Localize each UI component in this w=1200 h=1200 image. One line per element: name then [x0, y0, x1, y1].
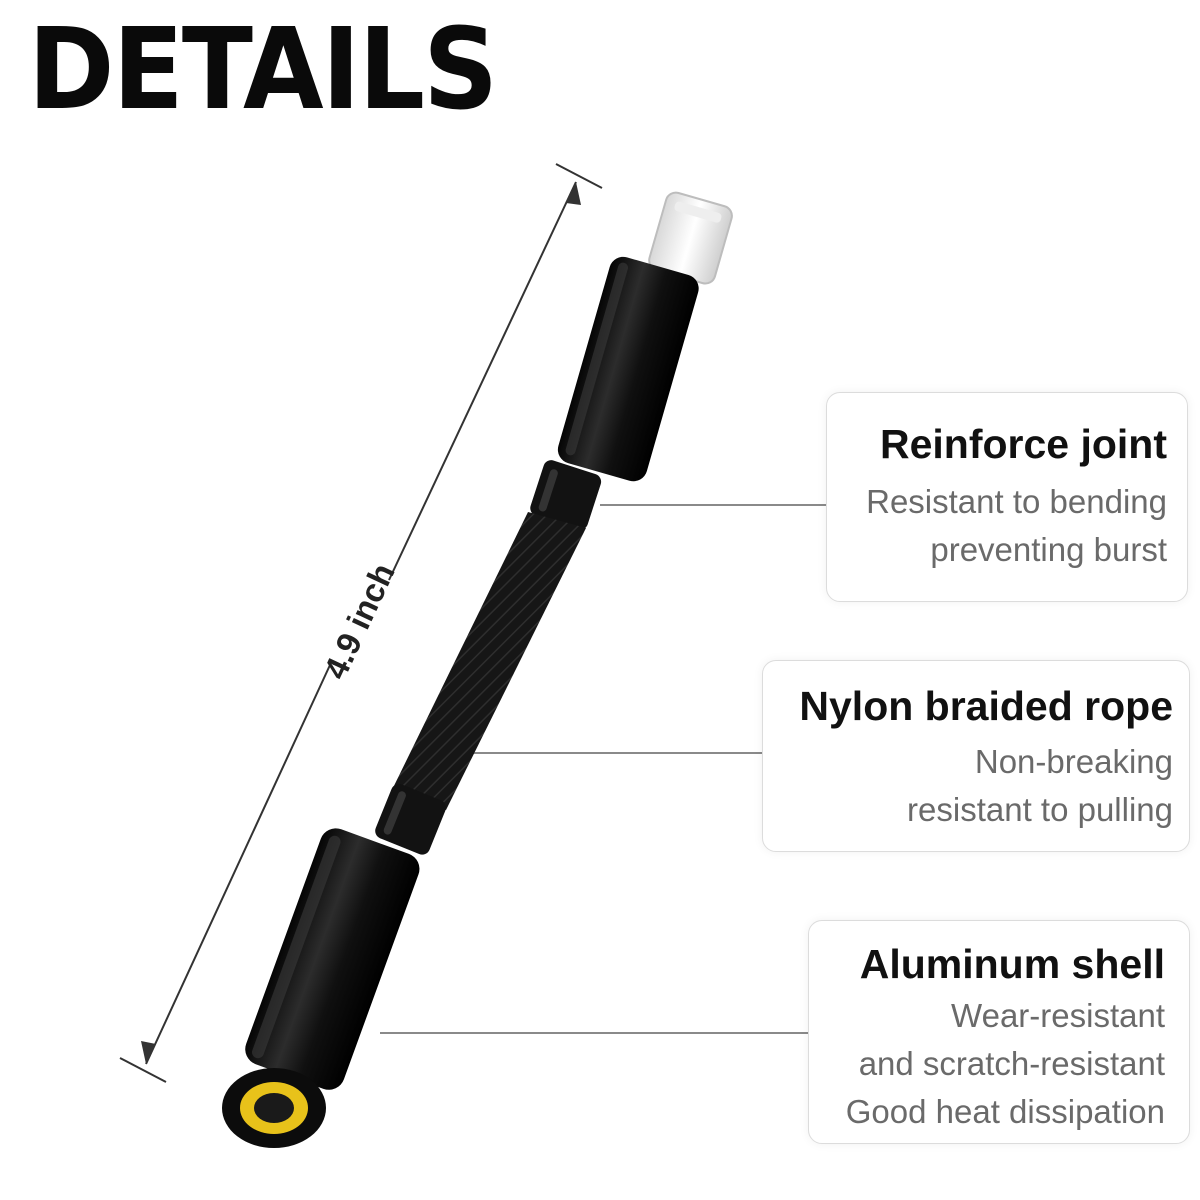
feature-card-nylon-braided-rope: Nylon braided rope Non-breaking resistan… [762, 660, 1190, 852]
nylon-braided-cable [390, 512, 586, 810]
feature-title: Aluminum shell [859, 941, 1165, 987]
feature-description: Wear-resistant [951, 997, 1165, 1035]
audio-jack-icon [222, 1068, 326, 1148]
feature-description: Resistant to bending [866, 483, 1167, 521]
feature-card-reinforce-joint: Reinforce joint Resistant to bending pre… [826, 392, 1188, 602]
feature-description: Non-breaking [974, 743, 1173, 781]
feature-title: Reinforce joint [879, 421, 1167, 467]
feature-title: Nylon braided rope [799, 683, 1173, 729]
feature-description: resistant to pulling [907, 790, 1173, 828]
lower-housing [245, 828, 420, 1090]
feature-description: Good heat dissipation [845, 1092, 1165, 1130]
upper-housing [557, 256, 699, 482]
upper-strain-relief [530, 460, 602, 530]
leader-lines [380, 504, 826, 1034]
page-title: DETAILS [28, 5, 498, 135]
feature-card-aluminum-shell: Aluminum shell Wear-resistant and scratc… [808, 920, 1190, 1144]
lower-strain-relief [375, 783, 446, 855]
feature-description: preventing burst [930, 530, 1167, 568]
dimension-line [119, 163, 603, 1083]
feature-description: and scratch-resistant [858, 1044, 1165, 1082]
